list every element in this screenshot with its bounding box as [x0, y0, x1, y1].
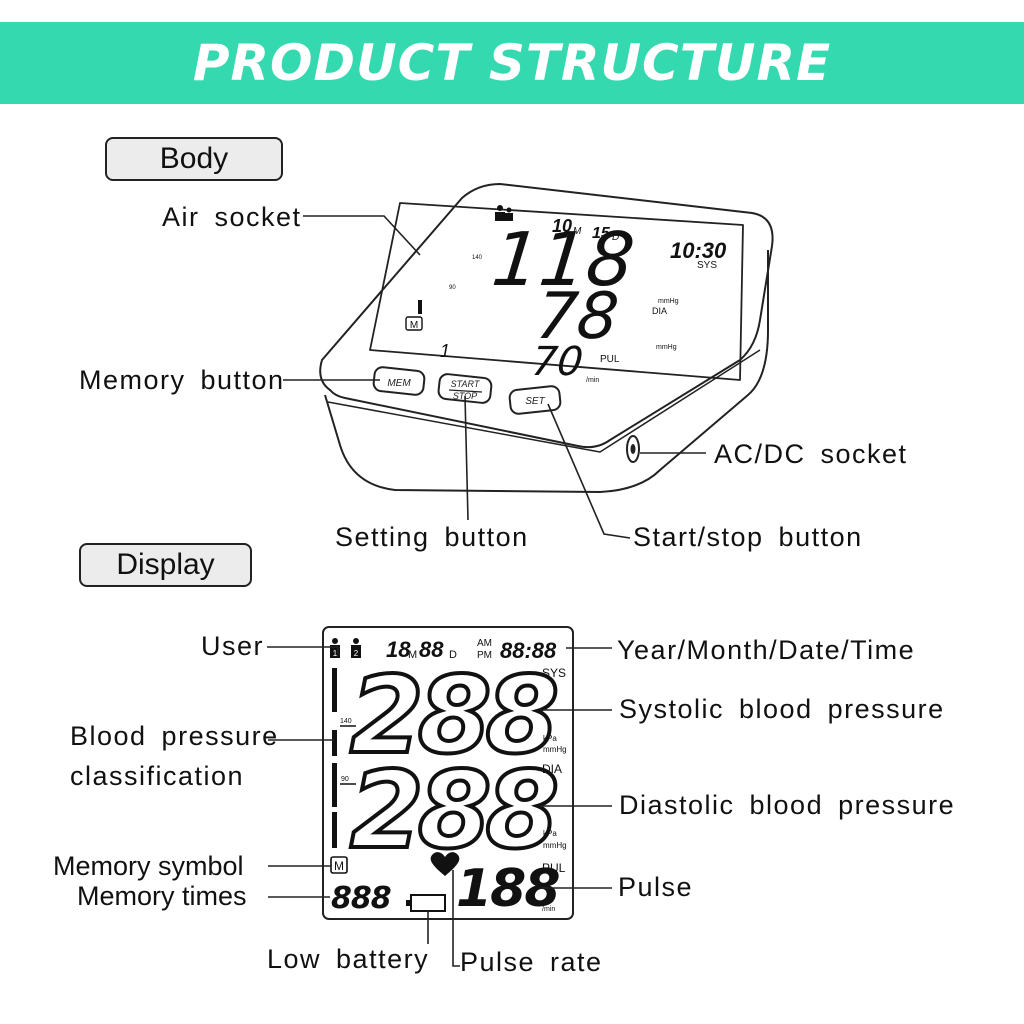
lcd-diastolic-digits: 288 [350, 749, 556, 872]
lcd-month-unit: M [408, 649, 417, 661]
section-display-label: Display [79, 543, 252, 587]
lcd-per-min: /min [542, 906, 555, 913]
lcd-sys-kpa: kPa [543, 734, 557, 743]
body-leader-lines [283, 215, 706, 539]
lcd-dia-kpa: kPa [543, 829, 557, 838]
user-icon [495, 205, 513, 221]
lcd-memory-symbol-box [330, 856, 348, 874]
device-time: 10:30 [670, 238, 727, 263]
lcd-user2: 2 [354, 649, 359, 658]
device-illustration [319, 183, 774, 493]
lcd-am: AM [477, 638, 492, 649]
device-screen-content: 10 M 15 D 10:30 SYS 118 mmHg DIA 78 mmHg… [405, 205, 727, 385]
start-label: START [451, 379, 481, 389]
lcd-panel: 1 2 18 M 88 D AM PM 88:88 140 90 SYS 288… [322, 626, 574, 920]
label-pulse: Pulse [618, 872, 694, 902]
device-dia-value: 78 [533, 279, 622, 354]
device-sys-value: 118 [488, 217, 638, 303]
lcd-pm: PM [477, 650, 492, 661]
device-day-unit: D [612, 232, 619, 243]
device-pulse-value: 70 [530, 339, 586, 385]
device-per-min: /min [586, 377, 599, 384]
device-dia: DIA [652, 306, 667, 316]
label-memory-button: Memory button [79, 365, 285, 395]
set-button-label: SET [525, 396, 545, 407]
device-bp-bar [418, 300, 422, 314]
lcd-pul: PUL [542, 861, 566, 875]
label-acdc-socket: AC/DC socket [714, 439, 908, 469]
label-pulse-rate: Pulse rate [460, 947, 603, 977]
heart-icon [430, 852, 460, 876]
mem-button-label: MEM [387, 378, 411, 389]
label-diastolic: Diastolic blood pressure [619, 790, 956, 820]
lcd-user1: 1 [333, 649, 338, 658]
lcd-sys: SYS [542, 666, 566, 680]
device-memory-symbol: M [410, 320, 418, 331]
label-setting-button: Setting button [335, 522, 529, 552]
device-day: 15 [592, 225, 611, 242]
lcd-memory-symbol: M [334, 859, 344, 873]
lcd-systolic-digits: 288 [350, 654, 556, 777]
lcd-memory-times: 888 [331, 881, 391, 916]
label-bp-classification-1: Blood pressure [70, 721, 279, 751]
device-mark-140: 140 [472, 255, 483, 261]
label-systolic: Systolic blood pressure [619, 694, 945, 724]
lcd-mark-140: 140 [340, 718, 352, 725]
lcd-date: 88 [419, 637, 444, 662]
section-body-label: Body [105, 137, 283, 181]
lcd-dia: DIA [542, 762, 562, 776]
device-memory-count: 1 [440, 341, 450, 361]
device-month-unit: M [573, 226, 582, 237]
label-air-socket: Air socket [162, 202, 302, 232]
lcd-classification-bars [332, 668, 356, 848]
label-user: User [201, 631, 265, 661]
label-low-battery: Low battery [267, 944, 430, 974]
lcd-pulse-digits: 188 [456, 859, 559, 919]
lcd-mark-90: 90 [341, 776, 349, 783]
set-button[interactable]: SET [508, 385, 562, 415]
banner-title: PRODUCT STRUCTURE [192, 34, 832, 92]
label-datetime: Year/Month/Date/Time [617, 635, 916, 665]
device-pul: PUL [600, 354, 620, 365]
lcd-date-unit: D [449, 649, 457, 661]
display-leader-lines [267, 646, 612, 967]
device-month: 10 [552, 216, 572, 236]
lcd-month: 18 [386, 637, 411, 662]
device-sys: SYS [697, 260, 717, 271]
lcd-time: 88:88 [500, 638, 557, 663]
banner: PRODUCT STRUCTURE [0, 22, 1024, 104]
device-mark-90: 90 [449, 285, 456, 291]
battery-icon [406, 894, 446, 912]
lcd-user-icons [330, 638, 361, 658]
device-memory-symbol-box [405, 316, 423, 331]
device-mmhg-2: mmHg [656, 344, 677, 351]
label-bp-classification-2: classification [70, 761, 245, 791]
label-memory-symbol: Memory symbol [53, 851, 244, 881]
label-memory-times: Memory times [77, 881, 247, 911]
mem-button[interactable]: MEM [372, 366, 426, 396]
label-start-stop-button: Start/stop button [633, 522, 863, 552]
lcd-dia-mmhg: mmHg [543, 841, 567, 850]
lcd-sys-mmhg: mmHg [543, 745, 567, 754]
device-mmhg-1: mmHg [658, 298, 679, 305]
